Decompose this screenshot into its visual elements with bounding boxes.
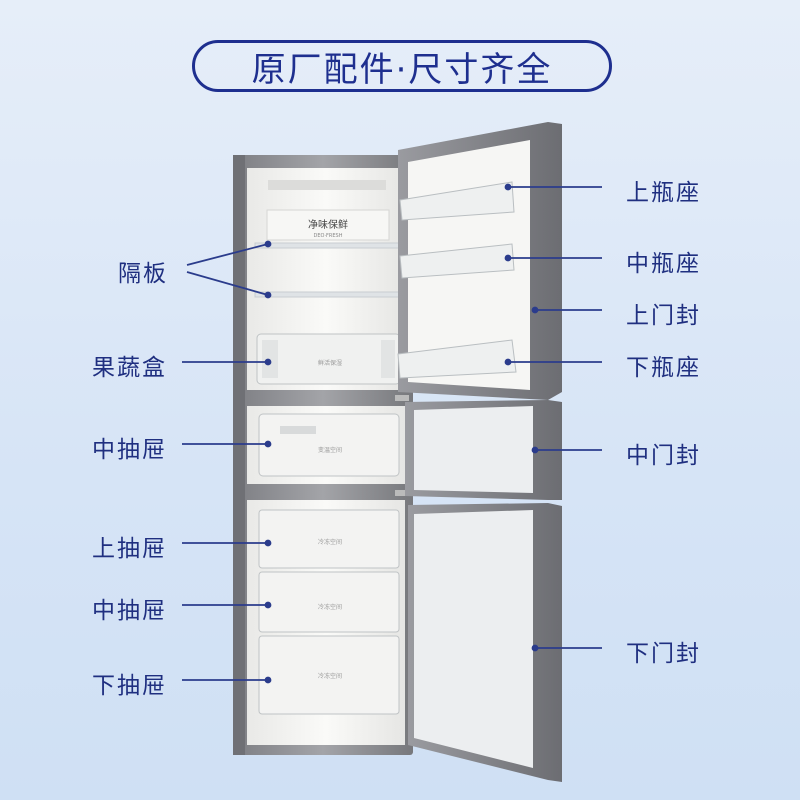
drawer-text-4: 冷冻空间: [318, 672, 342, 680]
lower-door-inner: [414, 510, 533, 768]
lower-bottle-bin: [397, 339, 517, 379]
label-upper-seal: 上门封: [626, 303, 701, 329]
crisper-text: 鲜活保湿: [318, 359, 342, 367]
label-crisper: 果蔬盒: [92, 355, 167, 381]
crisper-box: [256, 333, 401, 385]
glass-shelf-1: [254, 242, 401, 249]
label-lower-bottle: 下瓶座: [626, 355, 701, 381]
label-middle-bottle: 中瓶座: [626, 251, 701, 277]
fresh-panel-sub: DEO·FRESH: [314, 233, 343, 239]
middle-freezer-drawer-box: [258, 571, 400, 633]
middle-bottle-bin: [399, 243, 515, 279]
fresh-panel: [266, 209, 390, 241]
middle-drawer-box: [258, 413, 400, 477]
drawer-text-2: 冷冻空间: [318, 538, 342, 546]
drawer-text-1: 变温空间: [318, 446, 342, 454]
middle-door-inner: [414, 406, 533, 493]
label-upper-bottle: 上瓶座: [626, 180, 701, 206]
drawer-text-3: 冷冻空间: [318, 603, 342, 611]
label-shelf: 隔板: [118, 261, 168, 287]
fresh-panel-text: 净味保鲜: [308, 218, 348, 231]
label-lower-seal: 下门封: [626, 641, 701, 667]
label-mid-drawer-top: 中抽屉: [92, 437, 167, 463]
glass-shelf-2: [254, 291, 401, 298]
lower-drawer-box: [258, 635, 400, 715]
cabinet-side: [233, 155, 245, 755]
title-banner: 原厂配件·尺寸齐全: [192, 40, 612, 92]
label-lower-drawer: 下抽屉: [92, 673, 167, 699]
upper-bottle-bin: [399, 181, 515, 221]
label-middle-drawer: 中抽屉: [92, 598, 167, 624]
title-text: 原厂配件·尺寸齐全: [251, 49, 553, 90]
label-upper-drawer: 上抽屉: [92, 536, 167, 562]
upper-drawer-box: [258, 509, 400, 569]
label-middle-seal: 中门封: [626, 443, 701, 469]
